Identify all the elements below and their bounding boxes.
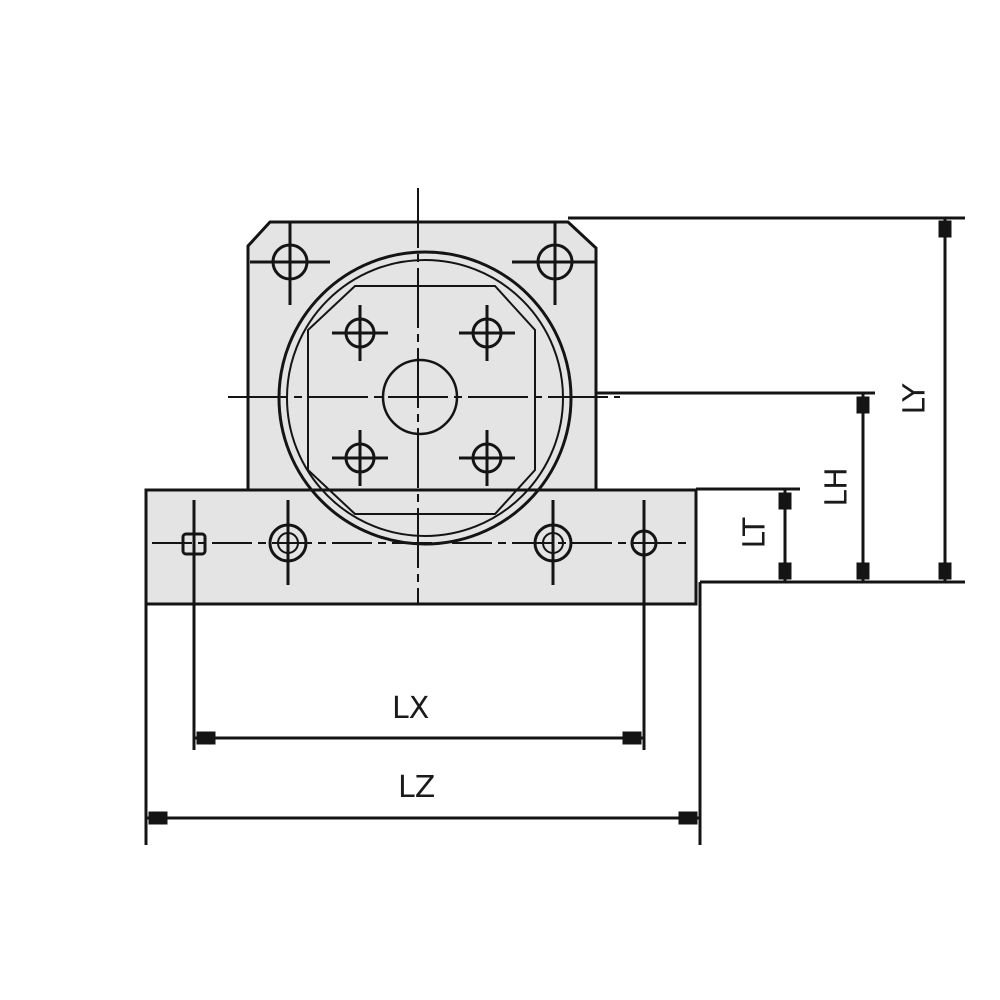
flange-bolt-4 (459, 430, 515, 486)
flange-bolt-3 (332, 430, 388, 486)
dimension-label-lz: LZ (398, 770, 436, 805)
base-bolt-right-inner (533, 500, 573, 585)
base-plate (144, 488, 698, 606)
corner-bolt-top-left (250, 222, 330, 305)
base-slot-right (630, 500, 658, 750)
flange-bolt-2 (459, 305, 515, 361)
dimension-label-lt: LT (737, 517, 773, 549)
dimension-label-lh: LH (819, 467, 855, 507)
flange-octagon (307, 285, 536, 515)
base-bolt-left-inner (268, 500, 308, 585)
flange-bolt-1 (332, 305, 388, 361)
dimension-label-ly: LY (897, 383, 933, 415)
dimension-label-lx: LX (392, 691, 430, 726)
base-slot-left (181, 500, 207, 750)
corner-bolt-top-right (512, 222, 596, 305)
